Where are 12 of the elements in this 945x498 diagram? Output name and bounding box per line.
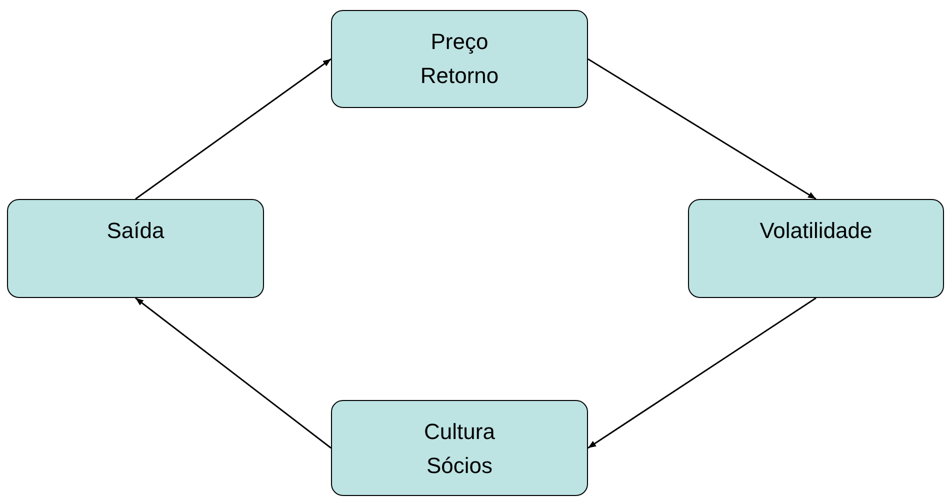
process-box bbox=[688, 199, 944, 298]
arrow bbox=[588, 297, 816, 449]
node-label: Cultura Sócios bbox=[423, 418, 496, 480]
node-label: Saída bbox=[106, 217, 164, 245]
process-box bbox=[331, 400, 588, 496]
node-label: Volatilidade bbox=[760, 217, 872, 245]
arrow bbox=[135, 58, 332, 200]
arrow bbox=[135, 297, 332, 449]
process-box bbox=[7, 199, 264, 298]
process-box bbox=[331, 10, 588, 108]
node-label: Preço Retorno bbox=[419, 28, 500, 90]
arrow bbox=[588, 58, 816, 200]
